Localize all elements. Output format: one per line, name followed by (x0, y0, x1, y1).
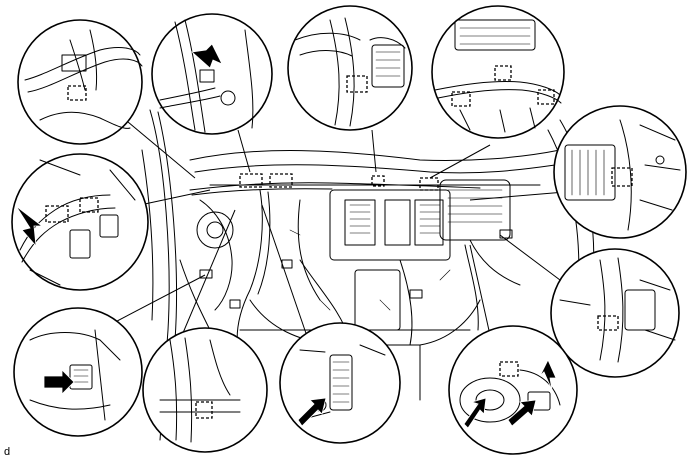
detail-lower-right-blower-connectors (448, 325, 578, 455)
callout-box (67, 85, 87, 101)
callout-box (79, 197, 99, 213)
detail-left-junction-connectors (11, 153, 149, 291)
arrow-icon (539, 359, 557, 391)
callout-box (611, 167, 633, 187)
detail-lower-center-connector (279, 322, 401, 444)
arrow-icon (191, 43, 223, 69)
callout-box (269, 173, 293, 188)
figure-corner-label: d (4, 446, 11, 458)
detail-right-lower-hose-clamp (550, 248, 680, 378)
detail-upper-right-bracket-clamps (431, 5, 565, 139)
arrow-icon (297, 397, 327, 427)
callout-box (239, 173, 263, 188)
detail-harness-clamp-upper-left (17, 19, 143, 145)
callout-box (371, 175, 385, 187)
callout-box (346, 75, 368, 93)
callout-box (537, 89, 555, 105)
detail-pillar-connector (151, 13, 273, 135)
detail-right-vent-clamp (553, 105, 687, 239)
detail-center-duct-clamp (287, 5, 413, 131)
leader-lines (99, 121, 566, 346)
main-callout-boxes (239, 173, 439, 191)
callout-box (45, 205, 69, 223)
detail-lower-bracket-clamp (142, 327, 268, 453)
arrow-icon (15, 205, 44, 248)
arrow-icon (463, 397, 487, 429)
detail-lower-left-connector (13, 307, 143, 437)
arrow-icon (507, 399, 537, 427)
callout-box (597, 315, 619, 331)
arrow-icon (43, 369, 75, 395)
callout-box (494, 65, 512, 81)
callout-box (451, 91, 471, 107)
callout-box (195, 401, 213, 419)
callout-box (499, 361, 519, 377)
callout-box (419, 177, 439, 191)
